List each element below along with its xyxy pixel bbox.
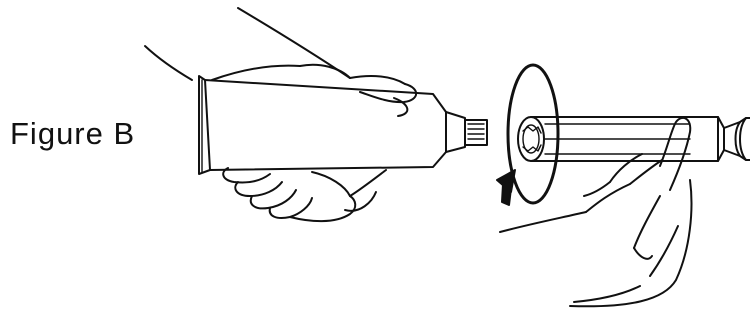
hand-right [500,118,691,306]
upper-hand-left [145,8,416,116]
tube-drawing [199,76,487,174]
cartridge-drawing [518,117,750,161]
lower-hand-left [223,168,386,221]
rotate-arrow-icon [497,65,558,205]
